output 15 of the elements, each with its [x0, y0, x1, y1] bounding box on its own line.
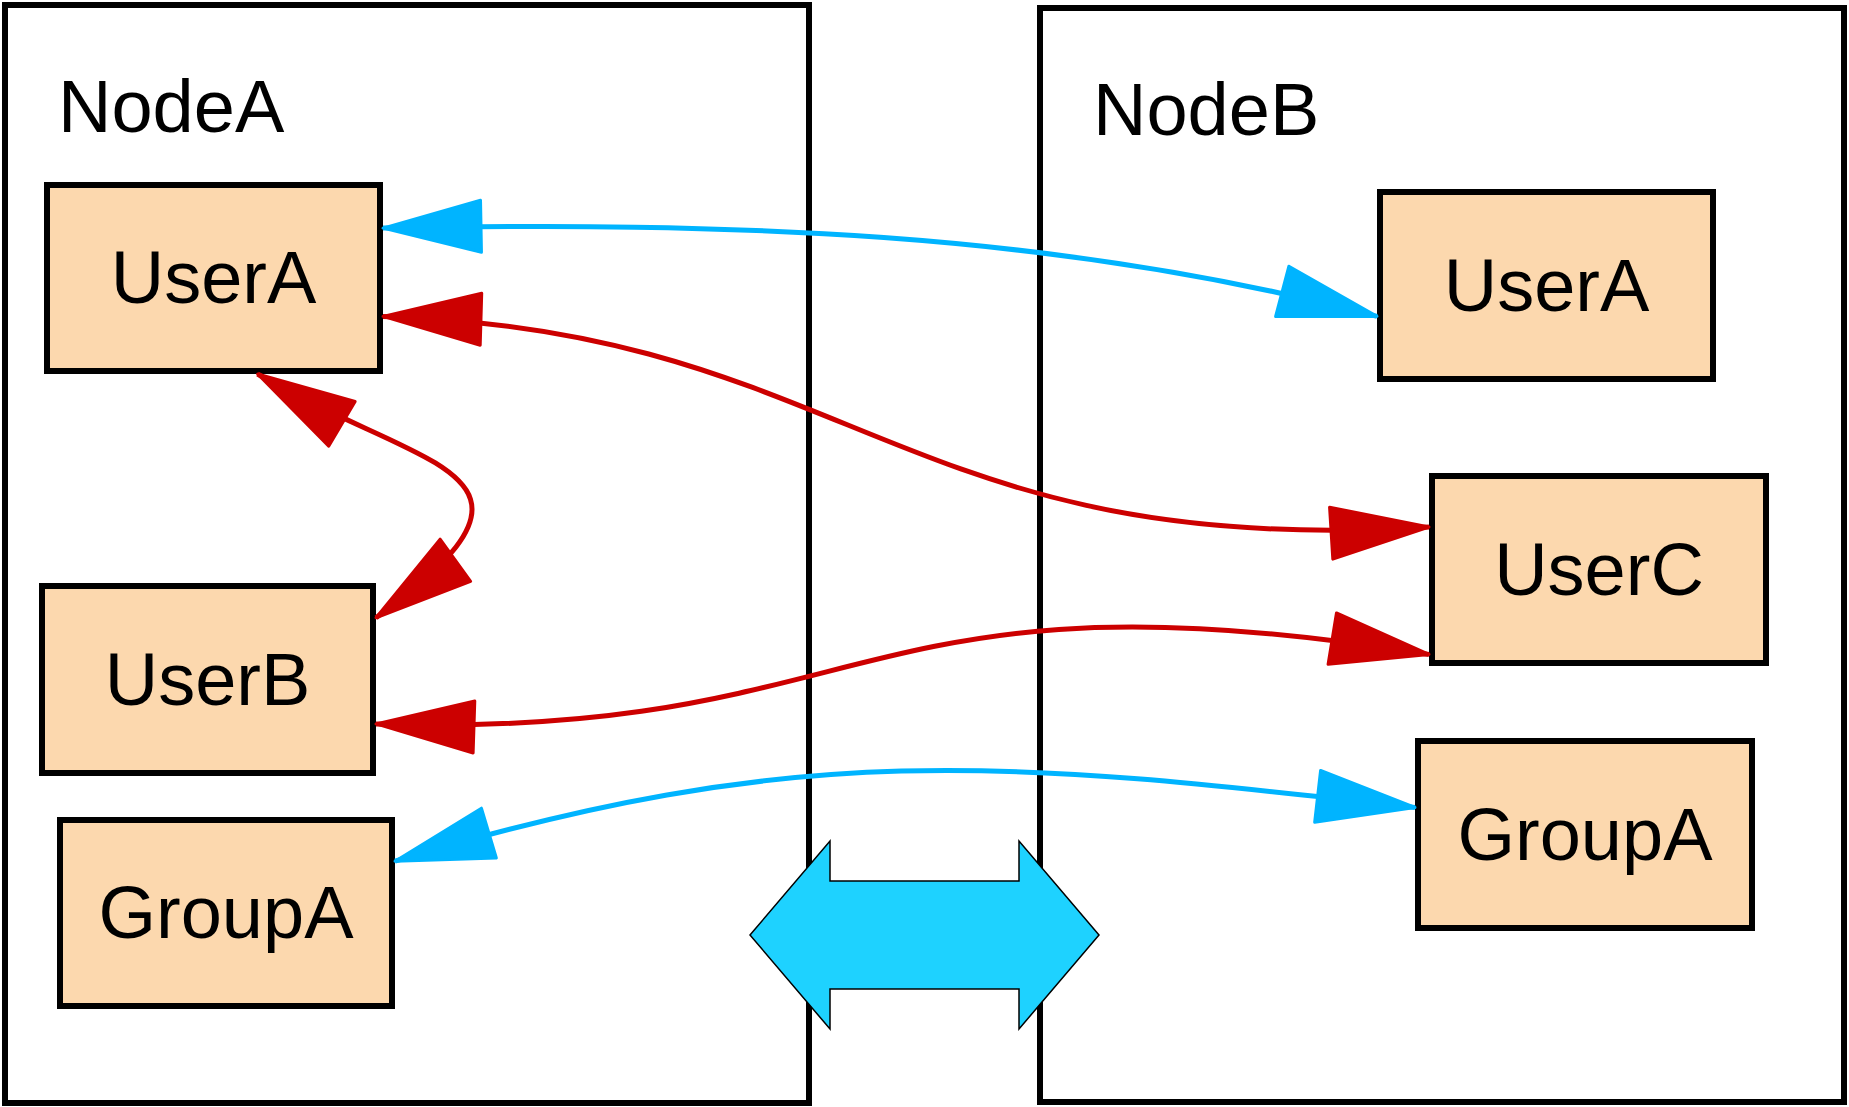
entity-label: UserC	[1494, 532, 1704, 607]
entity-label: UserA	[1443, 248, 1650, 323]
double-block-arrow	[749, 838, 1100, 1032]
entity-box	[44, 182, 383, 374]
entity-label: UserA	[110, 241, 317, 315]
container-label: NodeA	[58, 70, 285, 144]
entity-box	[1377, 189, 1716, 382]
container-box	[1037, 5, 1847, 1105]
entity-box	[1415, 738, 1755, 931]
entity-box	[1429, 473, 1769, 666]
entity-box	[39, 583, 376, 776]
entity-label: UserB	[104, 642, 311, 717]
container-box	[2, 2, 812, 1106]
entity-box	[57, 817, 395, 1009]
container-label: NodeB	[1093, 73, 1320, 147]
